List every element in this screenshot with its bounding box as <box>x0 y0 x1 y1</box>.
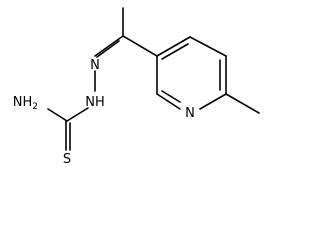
ring-bond-5-inner <box>161 90 181 103</box>
nh2-subscript: 2 <box>32 102 38 112</box>
ring-bond-4 <box>199 93 227 110</box>
atom-nh2: NH2 <box>13 95 38 112</box>
structure-diagram: N NH NH2 N S <box>13 7 260 167</box>
molecule-svg: N NH NH2 N S <box>13 7 260 167</box>
atom-s: S <box>63 152 71 167</box>
ring-bond-1 <box>156 36 191 57</box>
atom-n-pyridine: N <box>185 106 195 121</box>
atom-n-hydrazone: N <box>90 58 100 73</box>
bond-nh-cs <box>66 107 89 122</box>
bond-ring-methyl <box>225 93 260 114</box>
ring-bond-2 <box>189 36 227 57</box>
atom-nh: NH <box>85 95 105 110</box>
bond-c-n-double-b <box>96 40 120 58</box>
ring-bond-5 <box>156 93 181 110</box>
bond-c-n-double-a <box>94 35 124 57</box>
bond-cs-nh2 <box>47 108 68 122</box>
bond-c-ring <box>122 35 158 57</box>
ring-bond-1-inner <box>161 43 189 60</box>
